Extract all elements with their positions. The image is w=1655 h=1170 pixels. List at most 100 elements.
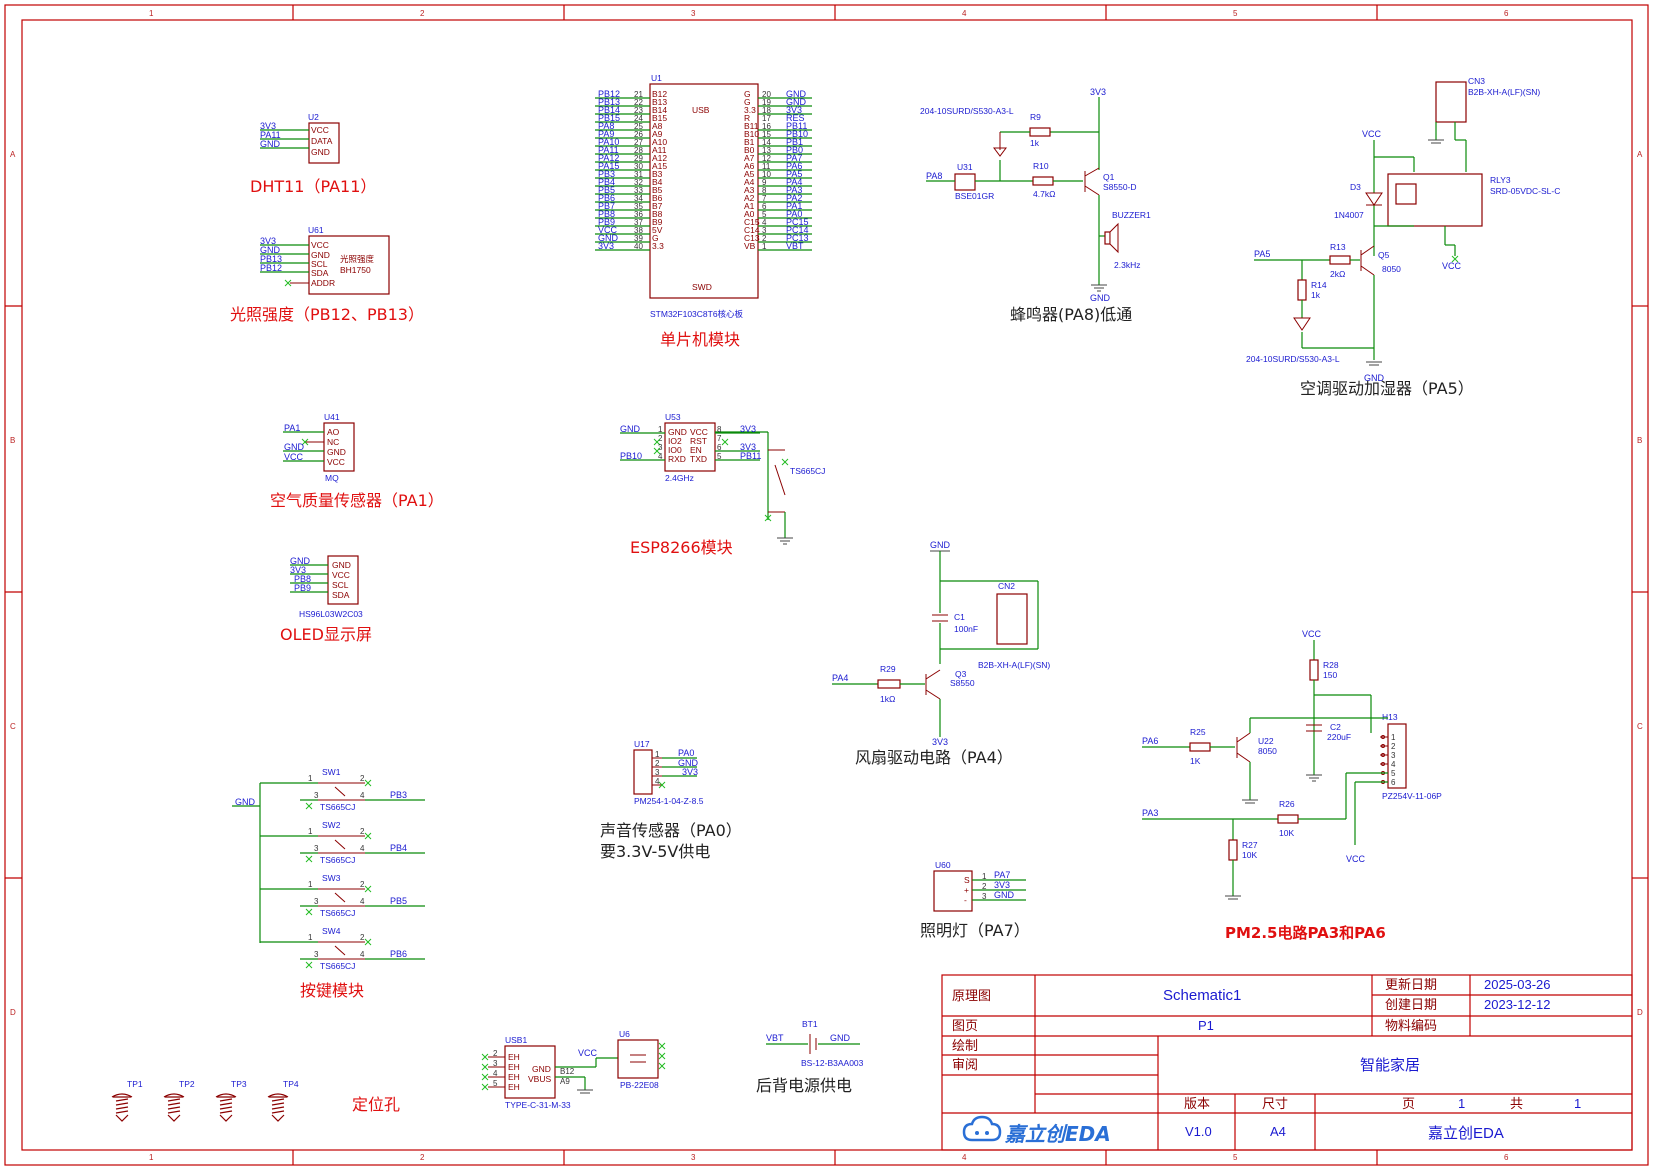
usb-pin-num: 3 (493, 1059, 498, 1068)
mcu-left-net: PA15 (598, 161, 619, 171)
mcu-left-pin: B13 (652, 97, 667, 107)
mcu-right-net: PA2 (786, 193, 802, 203)
keys-caption: 按键模块 (300, 981, 364, 1000)
key-pin3: 3 (314, 897, 319, 906)
mcu-right-net: PC15 (786, 217, 809, 227)
h13-pin-num: 6 (1391, 778, 1396, 787)
key-pin2: 2 (360, 933, 365, 942)
usb-ref: USB1 (505, 1035, 527, 1045)
light-pin-gnd: GND (311, 250, 330, 260)
key-pin2: 2 (360, 827, 365, 836)
pm25-c2-value: 220uF (1327, 732, 1351, 742)
mcu-right-pin: B1 (744, 137, 755, 147)
mcu-left-num: 29 (634, 154, 643, 163)
mcu-left-pin: A11 (652, 145, 667, 155)
light-net-pb12: PB12 (260, 263, 282, 273)
mcu-right-num: 11 (762, 162, 771, 171)
mcu-right-pin: A3 (744, 185, 755, 195)
pm25-net-pa6: PA6 (1142, 736, 1158, 746)
esp-left-num: 1 (658, 425, 663, 434)
aircon-q5-value: 8050 (1382, 264, 1401, 274)
mcu-left-pin: A8 (652, 121, 663, 131)
mcu-left-num: 32 (634, 178, 643, 187)
mcu-left-pin: B8 (652, 209, 663, 219)
key-ref: SW2 (322, 820, 341, 830)
mcu-left-net: 3V3 (598, 241, 614, 251)
usb-net-vcc: VCC (578, 1048, 598, 1058)
mcu-left-net: PA12 (598, 153, 619, 163)
sound-pin3: 3 (655, 768, 660, 777)
mcu-left-pin: B12 (652, 89, 667, 99)
grid-col-label: 4 (962, 9, 967, 18)
lamp-caption: 照明灯（PA7） (920, 921, 1030, 940)
mcu-swd-label: SWD (692, 282, 712, 292)
mcu-left-pin: B3 (652, 169, 663, 179)
air-pin-gnd: GND (327, 447, 346, 457)
mcu-left-pin: B14 (652, 105, 667, 115)
esp-left-pin: IO0 (668, 445, 682, 455)
mcu-right-num: 4 (762, 218, 767, 227)
key-pin2: 2 (360, 774, 365, 783)
grid-col-label: 1 (149, 1153, 154, 1162)
aircon-led-part: 204-10SURD/S530-A3-L (1246, 354, 1340, 364)
light-net-pb13: PB13 (260, 254, 282, 264)
mcu-right-net: PA4 (786, 177, 802, 187)
mcu-left-pin: G (652, 233, 659, 243)
mcu-right-net: PC13 (786, 233, 809, 243)
sound-caption-2: 要3.3V-5V供电 (600, 842, 710, 861)
oled-net-pb8: PB8 (294, 574, 311, 584)
light-pin-vcc: VCC (311, 240, 329, 250)
usb-pin-eh1: EH (508, 1052, 520, 1062)
holes-caption: 定位孔 (352, 1095, 400, 1114)
mcu-right-num: 19 (762, 98, 771, 107)
pm25-c2: C2 (1330, 722, 1341, 732)
aircon-rly3: RLY3 (1490, 175, 1511, 185)
air-value: MQ (325, 473, 339, 483)
mcu-caption: 单片机模块 (660, 330, 740, 349)
lamp-net-pa7: PA7 (994, 870, 1010, 880)
buzzer-led-part: 204-10SURD/S530-A3-L (920, 106, 1014, 116)
mcu-left-num: 24 (634, 114, 643, 123)
grid-col-label: 2 (420, 9, 425, 18)
key-net: PB3 (390, 790, 407, 800)
h13-pin-num: 5 (1391, 769, 1396, 778)
lamp-pin3: 3 (982, 892, 987, 901)
tb-page-name: P1 (1198, 1018, 1214, 1033)
mcu-right-pin: C13 (744, 233, 760, 243)
fan-q3: Q3 (955, 669, 967, 679)
aircon-module: CN3 B2B-XH-A(LF)(SN) VCC D3 1N4007 RLY3 … (1246, 76, 1560, 398)
lamp-pin1: 1 (982, 872, 987, 881)
buzzer-q1: Q1 (1103, 172, 1115, 182)
mcu-left-num: 37 (634, 218, 643, 227)
mcu-right-pin: C15 (744, 217, 760, 227)
mcu-left-num: 38 (634, 226, 643, 235)
tb-label-draw: 绘制 (952, 1039, 978, 1054)
mcu-left-num: 35 (634, 202, 643, 211)
pm25-u22: U22 (1258, 736, 1274, 746)
fan-r29-value: 1kΩ (880, 694, 895, 704)
tb-size: A4 (1270, 1124, 1286, 1139)
screw-hole-icon (215, 1093, 237, 1122)
lamp-net-gnd: GND (994, 890, 1015, 900)
tb-label-page: 图页 (952, 1019, 978, 1034)
mcu-left-pin: 3.3 (652, 241, 664, 251)
pm25-r25-value: 1K (1190, 756, 1201, 766)
mcu-left-num: 34 (634, 194, 643, 203)
sound-pin2: 2 (655, 759, 660, 768)
dht11-pin-vcc: VCC (311, 125, 329, 135)
light-pin-addr: ADDR (311, 278, 335, 288)
fan-net-pa4: PA4 (832, 673, 848, 683)
tb-label-update: 更新日期 (1385, 977, 1437, 993)
air-pin-ao: AO (327, 427, 340, 437)
fan-net-gnd: GND (930, 540, 951, 550)
mcu-right-num: 1 (762, 242, 767, 251)
keys-net-gnd: GND (235, 797, 256, 807)
oled-caption: OLED显示屏 (280, 625, 372, 644)
tb-label-schematic: 原理图 (952, 989, 991, 1004)
mcu-left-num: 36 (634, 210, 643, 219)
esp-switch: TS665CJ (715, 431, 825, 545)
